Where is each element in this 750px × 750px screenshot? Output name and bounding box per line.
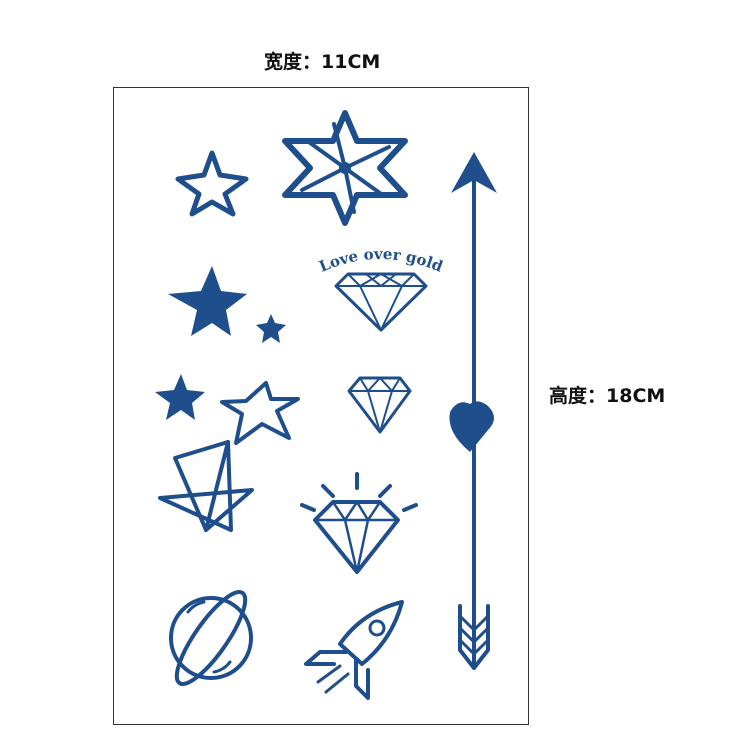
planet-icon: [169, 590, 253, 686]
outline-star-icon: [175, 150, 249, 217]
sparkling-diamond-icon: [300, 472, 418, 574]
width-dimension-label: 宽度：11CM: [264, 51, 381, 73]
arrow-with-heart-icon: [449, 152, 497, 670]
solid-star-small-icon: [256, 314, 286, 343]
diamond-gem-icon: [334, 272, 428, 332]
outline-star-icon: [220, 381, 300, 445]
motto-text: Love over gold: [316, 245, 445, 276]
solid-star-icon: [155, 374, 205, 420]
height-dimension-label: 高度：18CM: [549, 385, 666, 407]
solid-star-large-icon: [168, 266, 247, 336]
pentagram-icon: [158, 440, 254, 532]
hexagram-pinwheel-icon: [282, 110, 408, 226]
small-diamond-icon: [347, 376, 412, 434]
rocket-icon: [304, 600, 404, 700]
